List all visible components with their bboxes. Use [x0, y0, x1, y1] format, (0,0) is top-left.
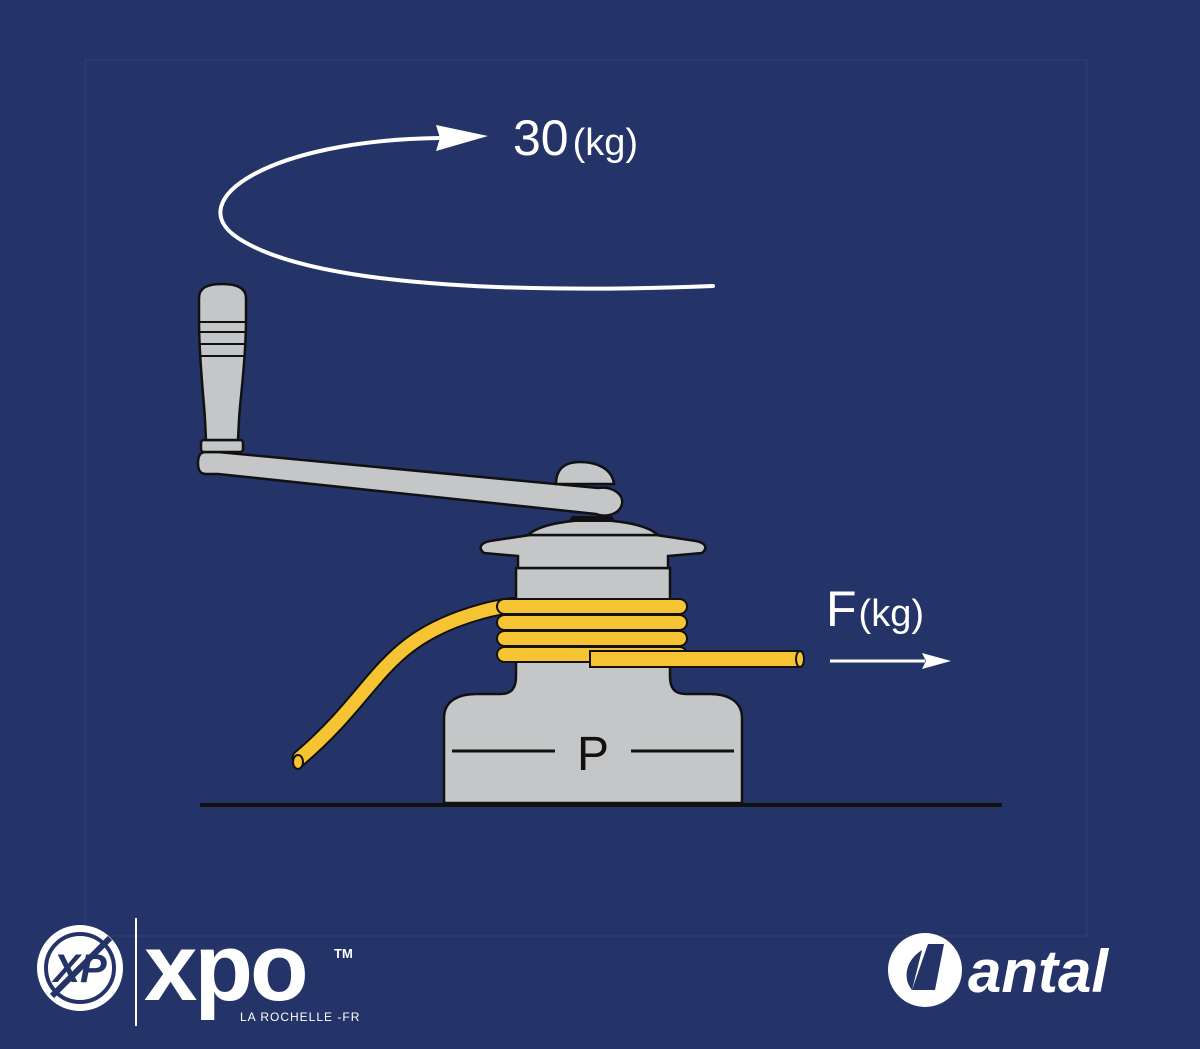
- xpo-wordmark: xpo: [144, 914, 306, 1021]
- force-label: F(kg): [826, 581, 924, 637]
- rotation-arrow: [218, 125, 715, 291]
- base-label: P: [577, 728, 609, 781]
- xpo-logo: XP xpo TM LA ROCHELLE -FR: [37, 914, 360, 1026]
- rope-tail: [589, 650, 805, 668]
- xpo-location: LA ROCHELLE -FR: [240, 1010, 360, 1024]
- winch-handle: [196, 282, 624, 522]
- force-arrow: [830, 653, 951, 669]
- antal-wordmark: antal: [968, 938, 1109, 1005]
- torque-label: 30(kg): [513, 110, 638, 166]
- xpo-mark-text: XP: [51, 947, 107, 991]
- winch-drum-top: [479, 518, 707, 570]
- antal-logo: antal: [888, 933, 1109, 1007]
- rope-end: [292, 754, 304, 770]
- xpo-trademark: TM: [334, 946, 353, 961]
- panel-frame: [84, 59, 1088, 937]
